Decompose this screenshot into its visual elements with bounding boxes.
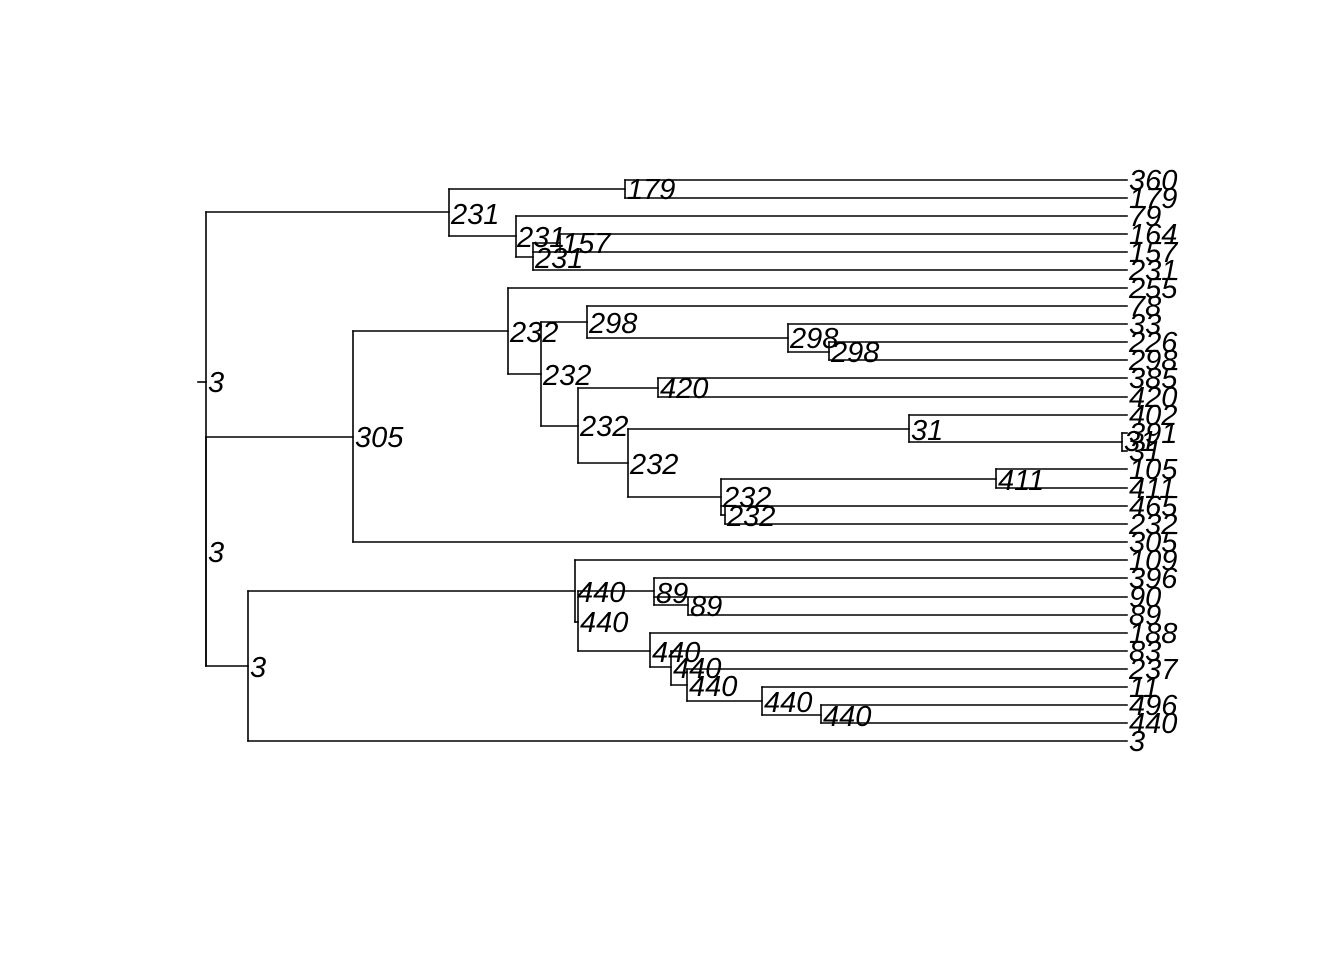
- node-label: 440: [823, 701, 871, 733]
- node-label: 232: [579, 411, 628, 443]
- node-label: 31: [911, 415, 943, 447]
- tip-label: 391: [1129, 418, 1177, 450]
- node-label: 420: [660, 373, 708, 405]
- tip-label: 385: [1129, 363, 1178, 395]
- node-label: 232: [629, 449, 678, 481]
- tip-label: 179: [1129, 183, 1177, 215]
- node-label: 89: [690, 591, 722, 623]
- node-label: 232: [542, 360, 591, 392]
- node-label: 232: [722, 482, 771, 514]
- tip-label: 255: [1128, 273, 1178, 305]
- node-label: 157: [562, 228, 612, 260]
- tip-label: 496: [1129, 690, 1178, 722]
- tip-label: 396: [1129, 563, 1178, 595]
- tip-label: 188: [1129, 618, 1177, 650]
- tip-label: 79: [1129, 201, 1161, 233]
- tip-label: 78: [1129, 291, 1161, 323]
- node-label: 298: [830, 337, 879, 369]
- node-label: 31: [1124, 426, 1156, 458]
- tip-label: 298: [1128, 345, 1177, 377]
- tip-label: 237: [1128, 654, 1179, 686]
- node-label: 3: [208, 537, 224, 569]
- tip-label: 33: [1129, 309, 1161, 341]
- node-label: 3: [208, 367, 224, 399]
- node-label: 411: [998, 465, 1044, 497]
- node-label: 440: [764, 687, 812, 719]
- tip-label: 11: [1129, 672, 1159, 704]
- node-label: 179: [627, 174, 675, 206]
- node-label: 305: [355, 422, 404, 454]
- tip-label: 157: [1129, 237, 1179, 269]
- tip-label: 420: [1129, 382, 1177, 414]
- node-label: 298: [588, 308, 637, 340]
- tip-label: 105: [1129, 454, 1178, 486]
- tip-label: 226: [1128, 327, 1178, 359]
- tip-label: 411: [1129, 473, 1175, 505]
- tip-label: 83: [1129, 636, 1161, 668]
- tip-label: 402: [1129, 400, 1177, 432]
- node-label: 440: [689, 671, 737, 703]
- tip-label: 465: [1129, 491, 1178, 523]
- node-label: 440: [577, 577, 625, 609]
- node-label: 3: [250, 652, 266, 684]
- node-label: 440: [652, 637, 700, 669]
- node-label: 440: [580, 607, 628, 639]
- tip-label: 89: [1129, 600, 1161, 632]
- tip-label: 231: [1128, 255, 1177, 287]
- tip-label: 3: [1129, 726, 1145, 758]
- tip-label: 305: [1129, 527, 1178, 559]
- tip-label: 31: [1129, 436, 1161, 468]
- tip-label: 164: [1129, 219, 1177, 251]
- node-label: 231: [516, 222, 565, 254]
- node-label: 232: [509, 317, 558, 349]
- node-label: 440: [673, 653, 721, 685]
- tip-label: 109: [1129, 545, 1177, 577]
- tip-label: 90: [1129, 582, 1161, 614]
- tip-label: 232: [1128, 509, 1177, 541]
- tip-label: 360: [1129, 165, 1177, 197]
- node-label: 89: [656, 578, 688, 610]
- node-label: 298: [789, 323, 838, 355]
- node-label: 231: [534, 243, 583, 275]
- node-label: 232: [726, 501, 775, 533]
- node-label: 231: [450, 199, 499, 231]
- tree-labels: 3601797916415723125578332262983854204023…: [208, 165, 1179, 758]
- tip-label: 440: [1129, 708, 1177, 740]
- tree-edges: [197, 179, 1128, 742]
